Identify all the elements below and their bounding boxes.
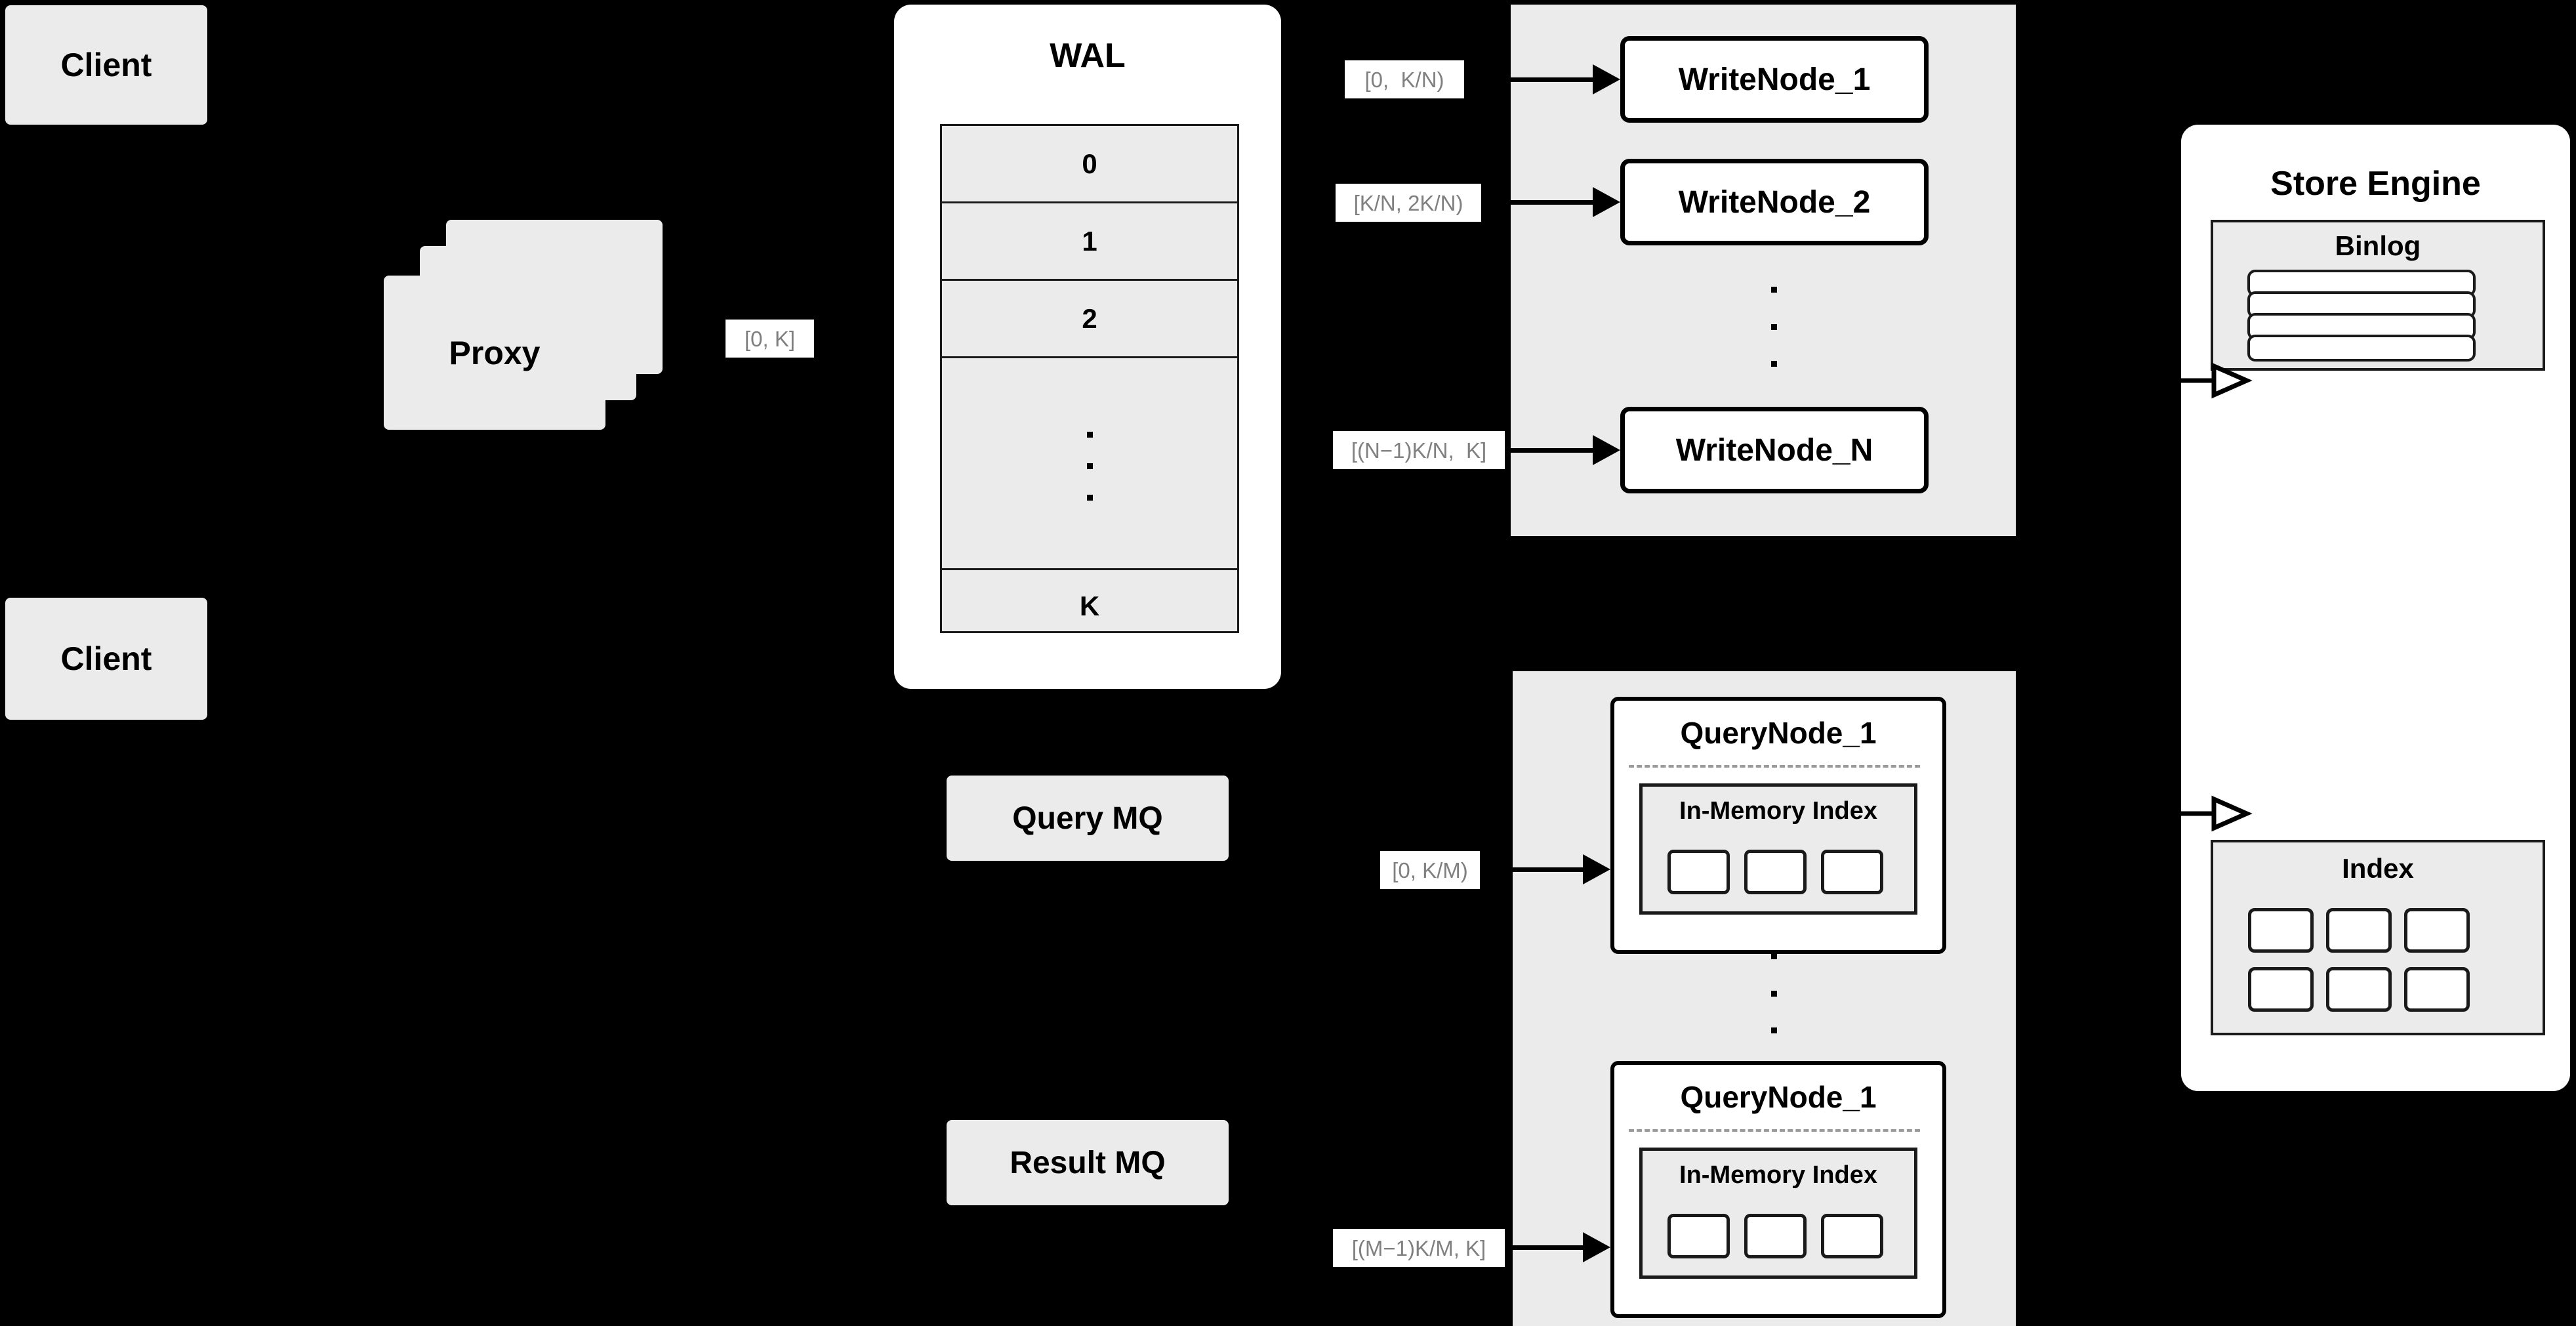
write-node-2-range-label: [K/N, 2K/N) bbox=[1336, 184, 1481, 222]
proxy-node-label: Proxy bbox=[449, 334, 541, 371]
write-node-1-range-label: [0, K/N) bbox=[1345, 60, 1464, 98]
write-cluster-vertical-dots-icon bbox=[1771, 287, 1777, 367]
arrow-to-write-node-2 bbox=[1484, 200, 1594, 205]
arrowhead-write-node-2-icon bbox=[1593, 187, 1620, 217]
index-title: Index bbox=[2342, 853, 2414, 884]
wal-row: 2 bbox=[942, 281, 1237, 358]
arrow-to-write-node-n bbox=[1506, 448, 1594, 453]
query-node-m-range-label: [(M−1)K/M, K] bbox=[1333, 1229, 1505, 1267]
wal-row: 1 bbox=[942, 203, 1237, 281]
store-index-segment bbox=[2326, 967, 2392, 1012]
query-mq-label: Query MQ bbox=[1012, 800, 1163, 836]
query-node-1-index-title: In-Memory Index bbox=[1679, 797, 1877, 825]
write-node-1-label: WriteNode_1 bbox=[1678, 62, 1871, 97]
index-segment bbox=[1821, 850, 1883, 894]
wal-vertical-dots-icon bbox=[1087, 432, 1093, 504]
client-node-1[interactable]: Client bbox=[5, 5, 207, 125]
proxy-range-label-text: [0, K] bbox=[744, 326, 796, 351]
write-node-2[interactable]: WriteNode_2 bbox=[1620, 159, 1929, 245]
index-segment bbox=[1667, 850, 1730, 894]
store-index-segment bbox=[2404, 908, 2470, 953]
wal-title: WAL bbox=[1050, 37, 1126, 75]
store-index-segment bbox=[2248, 967, 2314, 1012]
index-segment bbox=[1667, 1214, 1730, 1258]
client-node-2[interactable]: Client bbox=[5, 598, 207, 720]
store-index-segment bbox=[2326, 908, 2392, 953]
query-node-m[interactable]: QueryNode_1 In-Memory Index bbox=[1610, 1061, 1946, 1318]
query-node-m-in-memory-index: In-Memory Index bbox=[1639, 1148, 1917, 1279]
arrowhead-query-node-1-icon bbox=[1583, 854, 1610, 884]
write-node-1-range-text: [0, K/N) bbox=[1364, 67, 1444, 92]
store-index-inbound-arrow bbox=[2178, 795, 2253, 832]
arrow-to-write-node-1 bbox=[1469, 77, 1594, 82]
client-node-2-label: Client bbox=[60, 640, 152, 677]
arrowhead-query-node-m-icon bbox=[1583, 1232, 1610, 1262]
arrowhead-write-node-n-icon bbox=[1593, 435, 1620, 465]
wal-row: K bbox=[1079, 590, 1100, 621]
query-node-m-label: QueryNode_1 bbox=[1680, 1080, 1877, 1114]
store-index-segment bbox=[2248, 908, 2314, 953]
index-segment bbox=[1821, 1214, 1883, 1258]
binlog-title: Binlog bbox=[2335, 230, 2421, 261]
query-node-1-range-label: [0, K/M) bbox=[1380, 851, 1480, 889]
index-panel: Index bbox=[2211, 840, 2545, 1035]
query-mq-node[interactable]: Query MQ bbox=[947, 776, 1229, 861]
index-segment bbox=[1744, 1214, 1807, 1258]
arrowhead-write-node-1-icon bbox=[1593, 64, 1620, 94]
query-node-1[interactable]: QueryNode_1 In-Memory Index bbox=[1610, 697, 1946, 954]
write-node-2-range-text: [K/N, 2K/N) bbox=[1353, 190, 1463, 215]
wal-entry-table: 0 1 2 K bbox=[940, 124, 1239, 633]
write-node-n-range-label: [(N−1)K/N, K] bbox=[1333, 431, 1505, 469]
query-node-m-index-title: In-Memory Index bbox=[1679, 1161, 1877, 1189]
write-node-1[interactable]: WriteNode_1 bbox=[1620, 36, 1929, 123]
query-node-1-divider bbox=[1629, 765, 1920, 768]
write-node-n-range-text: [(N−1)K/N, K] bbox=[1351, 438, 1487, 463]
index-segment bbox=[1744, 850, 1807, 894]
binlog-segment bbox=[2247, 335, 2476, 362]
wal-panel: WAL 0 1 2 K bbox=[894, 5, 1281, 689]
arrow-to-query-node-m bbox=[1506, 1245, 1584, 1250]
store-engine-inbound-arrows bbox=[2178, 362, 2253, 399]
write-node-n[interactable]: WriteNode_N bbox=[1620, 407, 1929, 493]
client-node-1-label: Client bbox=[60, 47, 152, 83]
binlog-panel: Binlog bbox=[2211, 220, 2545, 371]
proxy-node[interactable]: Proxy bbox=[384, 276, 605, 430]
wal-row-ellipsis bbox=[942, 358, 1237, 570]
store-engine-title: Store Engine bbox=[2270, 165, 2481, 203]
query-cluster-vertical-dots-icon bbox=[1771, 953, 1777, 1033]
proxy-range-label: [0, K] bbox=[726, 320, 814, 358]
store-engine-panel: Store Engine Binlog Index bbox=[2181, 125, 2570, 1091]
query-node-1-label: QueryNode_1 bbox=[1680, 716, 1877, 750]
query-node-m-range-text: [(M−1)K/M, K] bbox=[1351, 1235, 1486, 1260]
wal-row: 0 bbox=[942, 126, 1237, 203]
query-node-1-range-text: [0, K/M) bbox=[1392, 858, 1468, 882]
query-node-m-divider bbox=[1629, 1129, 1920, 1132]
store-index-segment bbox=[2404, 967, 2470, 1012]
write-node-n-label: WriteNode_N bbox=[1675, 432, 1873, 468]
result-mq-label: Result MQ bbox=[1010, 1145, 1166, 1180]
write-node-2-label: WriteNode_2 bbox=[1678, 184, 1871, 220]
result-mq-node[interactable]: Result MQ bbox=[947, 1120, 1229, 1205]
arrow-to-query-node-1 bbox=[1482, 867, 1584, 872]
query-node-1-in-memory-index: In-Memory Index bbox=[1639, 783, 1917, 915]
